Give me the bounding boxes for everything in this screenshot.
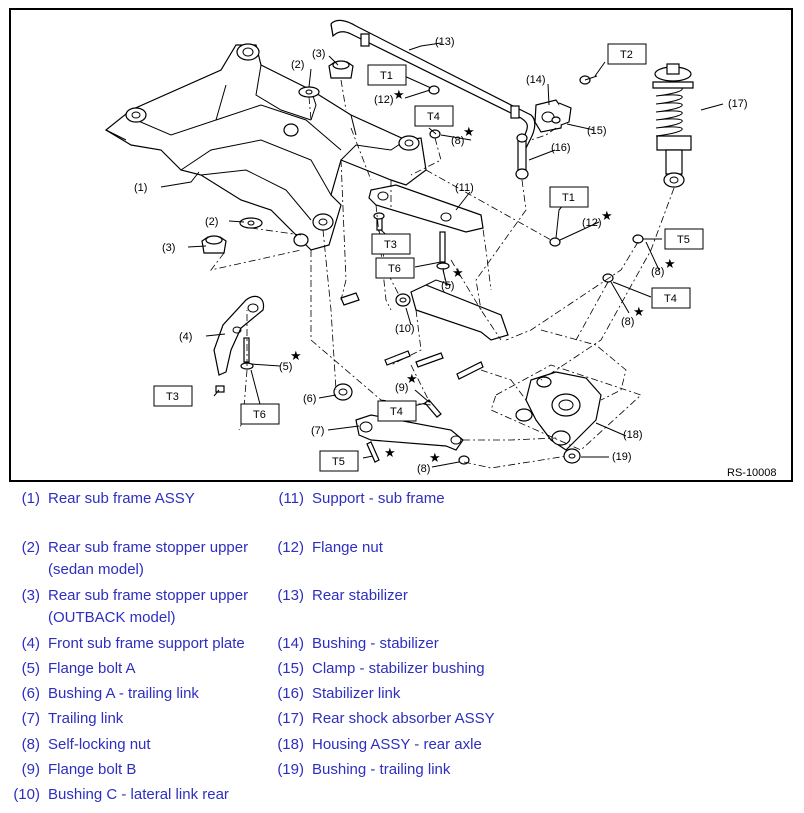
callout-17: (17): [728, 98, 748, 110]
housing-assy-rear-axle: [515, 371, 602, 451]
callout-4: (4): [179, 331, 192, 343]
callout-2-top: (2): [291, 59, 304, 71]
torque-t6-a: T6: [388, 263, 401, 275]
small-bolts: [215, 212, 484, 463]
callout-6: (6): [303, 393, 316, 405]
callout-5-right: (5): [441, 280, 454, 292]
figure-code: RS-10008: [727, 467, 777, 479]
callout-19: (19): [612, 451, 632, 463]
callout-18: (18): [623, 429, 643, 441]
star-icon: ★: [393, 88, 405, 103]
torque-box-t5-a: [664, 228, 704, 250]
callout-10: (10): [395, 323, 415, 335]
star-icon: ★: [633, 305, 645, 320]
callout-7: (7): [311, 425, 324, 437]
torque-box-t1-b: [549, 186, 589, 208]
torque-box-t6-b: [240, 403, 280, 425]
torque-boxes: T1 T2 T4 T1 T3 T6 T5 T4 T3 T6 T4 T5: [153, 43, 704, 472]
bushing-trailing-link: [563, 448, 581, 464]
star-marks: ★ ★ ★ ★ ★ ★ ★ ★ ★ ★: [290, 88, 676, 466]
stopper-upper-top: [298, 60, 354, 98]
callout-14: (14): [526, 74, 546, 86]
torque-t3-a: T3: [384, 239, 397, 251]
callout-3-top: (3): [312, 48, 325, 60]
callout-1: (1): [134, 182, 147, 194]
callout-16: (16): [551, 142, 571, 154]
star-icon: ★: [452, 266, 464, 281]
torque-t4-a: T4: [427, 111, 440, 123]
callout-3-lower: (3): [162, 242, 175, 254]
torque-box-t4-a: [414, 105, 454, 127]
star-icon: ★: [290, 349, 302, 364]
exploded-diagram: .ln { stroke:#000; stroke-width:1; fill:…: [9, 8, 793, 482]
stopper-upper-lower: [201, 217, 263, 254]
torque-box-t5-b: [319, 450, 359, 472]
star-icon: ★: [406, 372, 418, 387]
star-icon: ★: [601, 209, 613, 224]
flange-bolt-a: [240, 231, 450, 370]
torque-box-t4-b: [651, 287, 691, 309]
torque-t4-c: T4: [390, 406, 403, 418]
rear-sub-frame: [104, 43, 427, 251]
callout-15: (15): [587, 125, 607, 137]
support-sub-frame: [368, 184, 484, 233]
star-icon: ★: [384, 446, 396, 461]
stabilizer-bushing-clamp: [534, 75, 598, 133]
torque-t1-a: T1: [380, 70, 393, 82]
star-icon: ★: [429, 451, 441, 466]
stabilizer-link: [515, 133, 529, 180]
diagram-canvas: .ln { stroke:#000; stroke-width:1; fill:…: [104, 19, 777, 479]
callout-8-c: (8): [621, 316, 634, 328]
front-sub-frame-support-plate: [213, 295, 265, 376]
callout-11: (11): [455, 182, 474, 194]
torque-t6-b: T6: [253, 409, 266, 421]
torque-t2: T2: [620, 49, 633, 61]
callout-12-a: (12): [374, 94, 394, 106]
star-icon: ★: [463, 125, 475, 140]
callout-2-lower: (2): [205, 216, 218, 228]
torque-t4-b: T4: [664, 293, 677, 305]
torque-box-t3-b: [153, 385, 193, 407]
callout-13: (13): [435, 36, 455, 48]
torque-t3-b: T3: [166, 391, 179, 403]
callout-labels: (1) (2) (3) (2) (3) (4) (5) (5) (6) (7) …: [134, 36, 748, 475]
torque-t1-b: T1: [562, 192, 575, 204]
torque-box-t2: [607, 43, 647, 65]
callout-9: (9): [395, 382, 408, 394]
callout-8-a: (8): [451, 135, 464, 147]
torque-box-t6-a: [375, 257, 415, 279]
rear-shock-absorber: [652, 63, 694, 188]
torque-box-t4-c: [377, 400, 417, 422]
torque-box-t3-a: [371, 233, 411, 255]
callout-12-b: (12): [582, 217, 602, 229]
parts-legend: (1) Rear sub frame ASSY (2) Rear sub fra…: [13, 490, 495, 803]
bushing-a: [333, 383, 353, 401]
torque-box-t1-a: [367, 64, 407, 86]
callout-8-d: (8): [417, 463, 430, 475]
torque-t5-b: T5: [332, 456, 345, 468]
star-icon: ★: [664, 257, 676, 272]
callout-8-b: (8): [651, 266, 664, 278]
callout-5-left: (5): [279, 361, 292, 373]
torque-t5-a: T5: [677, 234, 690, 246]
